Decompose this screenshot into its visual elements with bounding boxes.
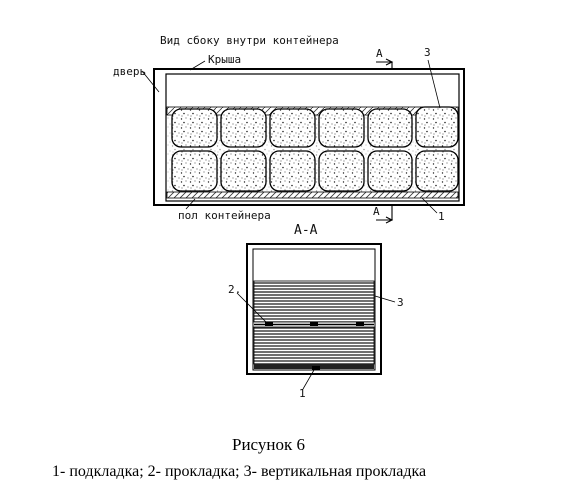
side-view-title: Вид сбоку внутри контейнера (160, 34, 339, 47)
spacer-block (312, 366, 320, 370)
callout-3-section: 3 (397, 296, 404, 309)
cut-arrow-bottom (376, 205, 394, 224)
side-view: Вид сбоку внутри контейнера Крыша дверь … (113, 34, 465, 224)
roof-label: Крыша (208, 53, 241, 66)
cut-arrow-top (376, 58, 394, 68)
door-label: дверь (113, 65, 146, 78)
callout-3-side: 3 (424, 46, 431, 59)
section-outer-wall (246, 243, 382, 375)
section-title: А-А (294, 223, 318, 238)
roof-leader (189, 60, 206, 71)
container-inner-wall (165, 73, 460, 202)
callout-1-section: 1 (299, 387, 306, 400)
bales-bottom-row (171, 150, 459, 192)
container-outer-wall (153, 68, 465, 206)
figure-caption-title: Рисунок 6 (232, 435, 305, 454)
cut-mark-bottom: А (373, 205, 380, 218)
floor-label: пол контейнера (178, 209, 271, 222)
section-lower-stack (253, 326, 375, 365)
floor-leader (185, 198, 196, 210)
spacer-block (265, 322, 273, 326)
floor-liner (166, 191, 459, 199)
bales-top-row (171, 106, 459, 148)
spacer-block (356, 322, 364, 326)
door-leader (141, 70, 160, 93)
callout-1-side-leader (421, 197, 438, 214)
callout-1-side: 1 (438, 210, 445, 223)
section-view: А-А 2. 3 1 (228, 223, 404, 400)
callout-2-section-leader (236, 292, 267, 323)
callout-2-section: 2. (228, 283, 241, 296)
callout-1-section-leader (302, 369, 315, 390)
spacer-block (310, 322, 318, 326)
callout-3-side-leader (427, 59, 441, 109)
cut-mark-top: А (376, 47, 383, 60)
figure-caption-legend: 1- подкладка; 2- прокладка; 3- вертикаль… (52, 463, 426, 480)
callout-3-section-leader (374, 295, 396, 303)
section-upper-stack (253, 280, 375, 323)
